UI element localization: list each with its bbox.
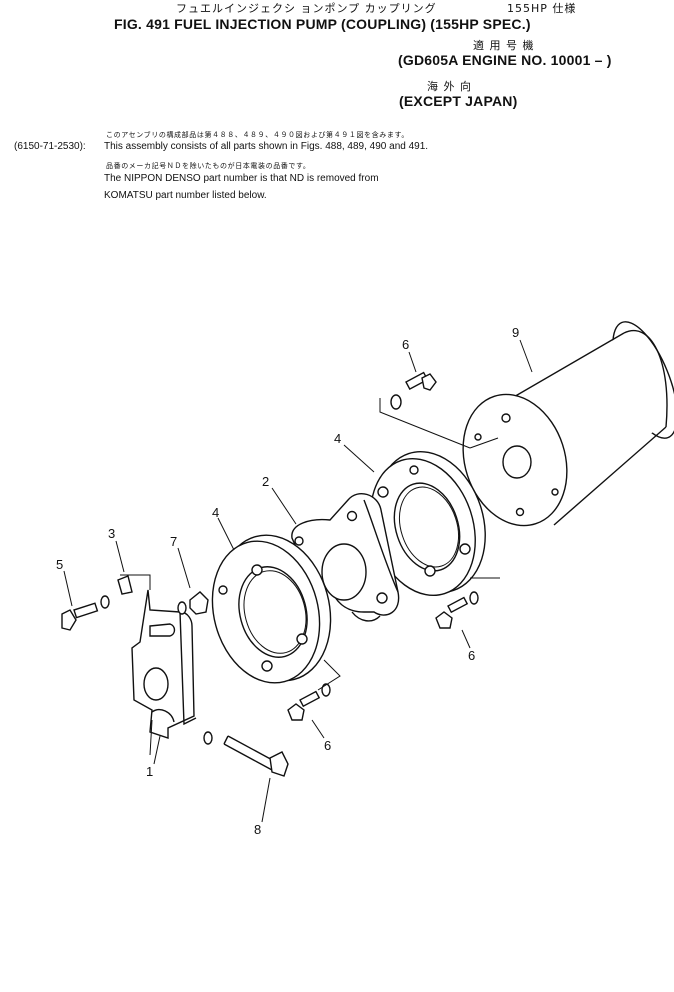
callout-4-right: 4 (334, 431, 341, 446)
callout-5: 5 (56, 557, 63, 572)
callout-6-right: 6 (468, 648, 475, 663)
callout-7: 7 (170, 534, 177, 549)
callout-4-left: 4 (212, 505, 219, 520)
callout-2: 2 (262, 474, 269, 489)
jp-title: フュエルインジェクシ ョンポンプ カップリング (176, 2, 437, 15)
jp-overseas: 海 外 向 (427, 80, 472, 93)
jp-spec: 155HP 仕様 (507, 2, 577, 15)
callout-6-top: 6 (402, 337, 409, 352)
jp-assembly-note: このアセンブリの構成部品は第４８８、４８９、４９０図および第４９１図を含みます。 (106, 131, 409, 139)
flange-hub (291, 492, 400, 622)
callout-3: 3 (108, 526, 115, 541)
callout-1: 1 (146, 764, 153, 779)
callout-8: 8 (254, 822, 261, 837)
bracket-plate (131, 589, 197, 739)
bolt-5 (61, 595, 110, 631)
denso-note-line-2: KOMATSU part number listed below. (104, 190, 267, 201)
denso-note-line-1: The NIPPON DENSO part number is that ND … (104, 173, 379, 184)
bolt-6-bottom (287, 683, 331, 721)
leader-lines (63, 339, 533, 823)
assembly-note: This assembly consists of all parts show… (104, 141, 429, 152)
engine-number: (GD605A ENGINE NO. 10001 – ) (398, 52, 612, 68)
callout-6-bottom: 6 (324, 738, 331, 753)
pump-body (462, 321, 674, 527)
long-bolt-8 (203, 731, 289, 777)
coupling-ring-right (370, 450, 486, 597)
callout-9: 9 (512, 325, 519, 340)
jp-denso-note: 品番のメーカ記号ＮＤを除いたものが日本電装の品番です。 (106, 162, 311, 170)
bolt-6-right (435, 591, 479, 629)
coupling-ring-left (211, 534, 332, 684)
nut-7 (177, 591, 209, 615)
clip (117, 575, 133, 595)
except-japan: (EXCEPT JAPAN) (399, 93, 518, 109)
figure-title: FIG. 491 FUEL INJECTION PUMP (COUPLING) … (114, 16, 531, 32)
assembly-part-code: (6150-71-2530): (14, 141, 86, 152)
bolt-6-top (390, 371, 437, 410)
jp-applicable: 適 用 号 機 (473, 39, 535, 52)
alignment-lines (120, 398, 500, 756)
